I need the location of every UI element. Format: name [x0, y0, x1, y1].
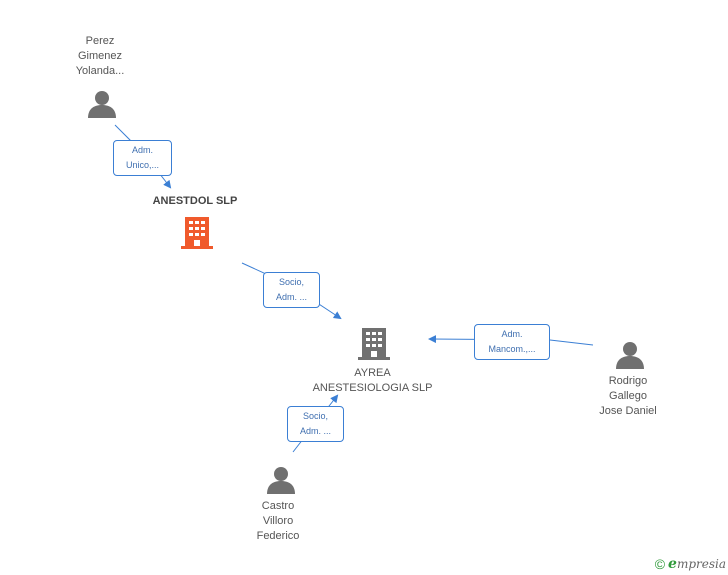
person-name-line: Gallego [609, 390, 647, 402]
building-icon[interactable] [181, 216, 213, 250]
person-name-line: Yolanda... [75, 65, 125, 77]
building-icon[interactable] [358, 327, 390, 361]
brand-initial: e [668, 556, 677, 572]
edge-label-line: Adm. ... [299, 426, 331, 436]
node-castro[interactable]: Castro Villoro Federico [228, 499, 328, 544]
edge-label-line: Adm. ... [275, 292, 307, 302]
empresia-logo[interactable]: © empresia [655, 555, 726, 573]
brand-name: empresia [668, 556, 726, 572]
edge-label-castro-ayrea[interactable]: Socio, Adm. ... [287, 406, 344, 442]
node-perez[interactable]: Perez Gimenez Yolanda... [50, 34, 150, 79]
edge-label-line: Adm. [131, 145, 153, 155]
edge-label-line: Socio, [278, 277, 304, 287]
edge-label-line: Socio, [302, 411, 328, 421]
person-name-line: Perez [85, 35, 115, 47]
node-anestdol[interactable]: ANESTDOL SLP [125, 194, 265, 209]
person-name-line: Rodrigo [608, 375, 648, 387]
person-name-line: Villoro [262, 515, 294, 527]
company-name: ANESTDOL SLP [152, 195, 238, 207]
person-icon[interactable] [615, 340, 645, 370]
person-name-line: Castro [261, 500, 295, 512]
copyright-symbol: © [654, 556, 666, 572]
person-name-line: Jose Daniel [599, 405, 657, 417]
person-name-line: Federico [256, 530, 300, 542]
edge-line-rodrigo-ayrea [428, 335, 594, 346]
node-ayrea[interactable]: AYREA ANESTESIOLOGIA SLP [290, 366, 455, 396]
node-rodrigo[interactable]: Rodrigo Gallego Jose Daniel [578, 374, 678, 419]
company-name-line: ANESTESIOLOGIA SLP [312, 382, 433, 394]
edge-label-line: Adm. [501, 329, 523, 339]
company-name-line: AYREA [354, 367, 391, 379]
person-icon[interactable] [266, 465, 296, 495]
person-name-line: Gimenez [77, 50, 123, 62]
brand-rest: mpresia [676, 557, 726, 571]
person-icon[interactable] [87, 89, 117, 119]
edge-label-rodrigo-ayrea[interactable]: Adm. Mancom.,... [474, 324, 550, 360]
edge-label-perez-anestdol[interactable]: Adm. Unico,... [113, 140, 172, 176]
edge-label-anestdol-ayrea[interactable]: Socio, Adm. ... [263, 272, 320, 308]
edge-label-line: Unico,... [125, 160, 159, 170]
edge-label-line: Mancom.,... [488, 344, 536, 354]
